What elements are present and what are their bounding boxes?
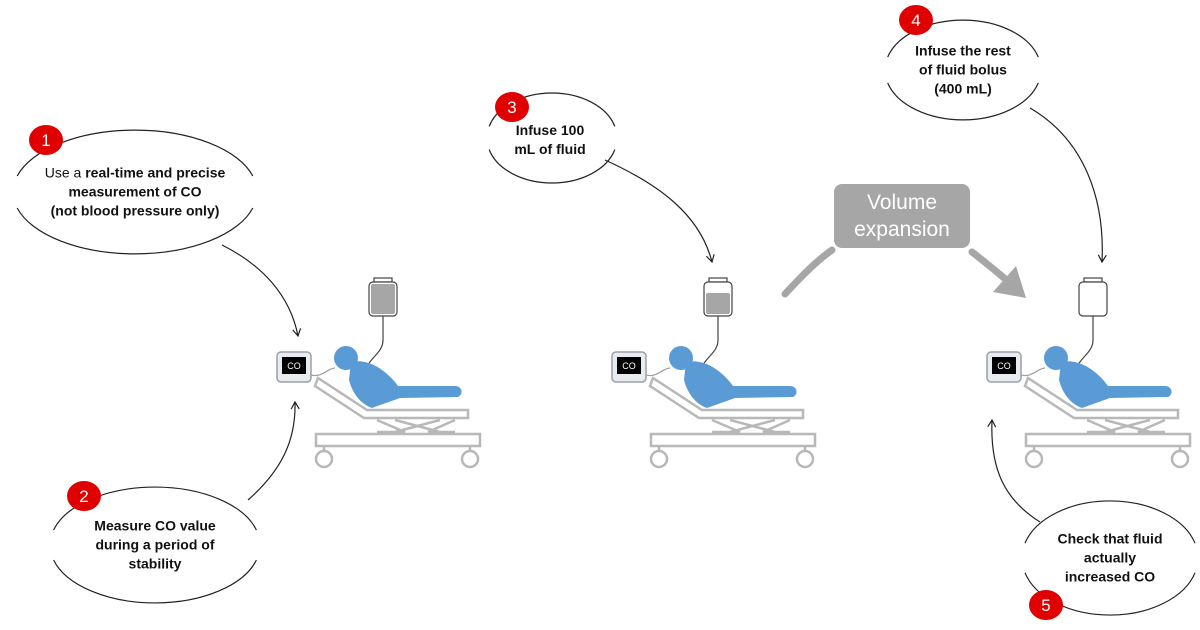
step-1-oval-bottom <box>16 207 254 255</box>
step-5-line: actually <box>1057 549 1162 568</box>
step-text-part: (400 mL) <box>934 80 992 97</box>
step-5-text: Check that fluid actually increased CO <box>1057 530 1162 587</box>
arrow-step2-to-monitor <box>247 400 300 501</box>
patient-figure <box>1044 346 1172 408</box>
step-5-line: increased CO <box>1057 568 1162 587</box>
step-badge-number: 2 <box>79 487 88 506</box>
patient-figure <box>669 346 797 408</box>
volume-expansion-line2: expansion <box>854 218 950 241</box>
step-text-part: measurement of CO <box>68 183 202 200</box>
iv-tube <box>700 316 719 369</box>
step-4-oval-top <box>887 19 1039 58</box>
step-4-line: of fluid bolus <box>915 61 1011 80</box>
step-text-part: real-time and precise <box>85 164 226 181</box>
volume-arrowhead <box>993 266 1026 298</box>
arrow-step4-to-bag <box>1029 107 1107 264</box>
co-monitor-label: CO <box>622 361 636 371</box>
step-3-line: Infuse 100 <box>514 121 585 140</box>
volume-arc-left <box>781 246 836 298</box>
step-text-part: Use a <box>44 164 86 181</box>
co-monitor: CO <box>986 351 1022 383</box>
step-text-part: mL of fluid <box>514 141 586 157</box>
step-2-oval-bottom <box>53 559 257 604</box>
step-badge-number: 5 <box>1041 596 1050 615</box>
step-badge-number: 4 <box>911 11 920 30</box>
monitor-cable <box>1020 367 1046 377</box>
co-monitor-label: CO <box>997 361 1011 371</box>
step-4-text: Infuse the rest of fluid bolus (400 mL) <box>915 42 1011 99</box>
co-monitor-label: CO <box>287 361 301 371</box>
step-3-line: mL of fluid <box>514 140 585 159</box>
step-text-part: increased CO <box>1064 568 1156 585</box>
arrow-step5-to-monitor <box>987 418 1041 523</box>
step-text-part: of fluid bolus <box>919 61 1007 78</box>
iv-bag <box>703 277 733 317</box>
step-text-part: (not blood pressure only) <box>50 202 220 219</box>
iv-tube <box>365 316 384 369</box>
step-text-part: Measure CO value <box>94 517 216 534</box>
step-2-oval-top <box>53 486 257 531</box>
hospital-bed <box>313 376 482 469</box>
step-badge-number: 1 <box>41 131 50 150</box>
step-text-part: Infuse the rest <box>915 42 1011 59</box>
step-text-part: Infuse 100 <box>515 122 585 138</box>
step-3-badge: 3 <box>495 92 529 122</box>
step-text-part: Check that fluid <box>1057 530 1163 547</box>
arrow-step1-to-monitor <box>221 244 302 338</box>
volume-expansion-line1: Volume <box>866 191 938 214</box>
step-4-line: (400 mL) <box>915 80 1011 99</box>
step-1-line: (not blood pressure only) <box>45 202 226 221</box>
arrow-step3-to-bag <box>604 159 715 264</box>
volume-expansion-box: Volume expansion <box>834 184 970 248</box>
monitor-cable <box>645 367 671 377</box>
step-1-line: Use a real-time and precise <box>45 164 226 183</box>
patient-scene-1: CO <box>276 277 482 469</box>
volume-arrow-right <box>968 248 1014 287</box>
iv-bag <box>368 277 398 317</box>
step-badge-number: 3 <box>507 98 516 117</box>
co-monitor: CO <box>276 351 312 383</box>
iv-bag <box>1078 277 1108 317</box>
patient-scene-3: CO <box>986 277 1192 469</box>
step-1-line: measurement of CO <box>45 183 226 202</box>
patient-scene-2: CO <box>611 277 817 469</box>
step-1-badge: 1 <box>29 125 63 155</box>
step-1-oval-top <box>16 129 254 177</box>
step-5-oval-top <box>1024 500 1196 544</box>
step-2-line: stability <box>94 555 215 574</box>
iv-tube <box>1075 316 1094 369</box>
step-4-line: Infuse the rest <box>915 42 1011 61</box>
step-5-line: Check that fluid <box>1057 530 1162 549</box>
step-text-part: during a period of <box>95 536 215 553</box>
monitor-cable <box>310 367 336 377</box>
step-2-text: Measure CO value during a period of stabil… <box>94 517 215 574</box>
step-2-badge: 2 <box>67 481 101 511</box>
patient-figure <box>334 346 462 408</box>
hospital-bed <box>1023 376 1192 469</box>
hospital-bed <box>648 376 817 469</box>
step-3-text: Infuse 100 mL of fluid <box>514 121 585 159</box>
step-4-oval-bottom <box>887 82 1039 121</box>
step-2-line: Measure CO value <box>94 517 215 536</box>
step-5-badge: 5 <box>1029 590 1063 620</box>
step-4-badge: 4 <box>899 5 933 35</box>
step-3-oval-bottom <box>488 149 616 184</box>
step-2-line: during a period of <box>94 536 215 555</box>
step-text-part: actually <box>1083 549 1137 566</box>
co-monitor: CO <box>611 351 647 383</box>
step-text-part: stability <box>128 555 182 572</box>
